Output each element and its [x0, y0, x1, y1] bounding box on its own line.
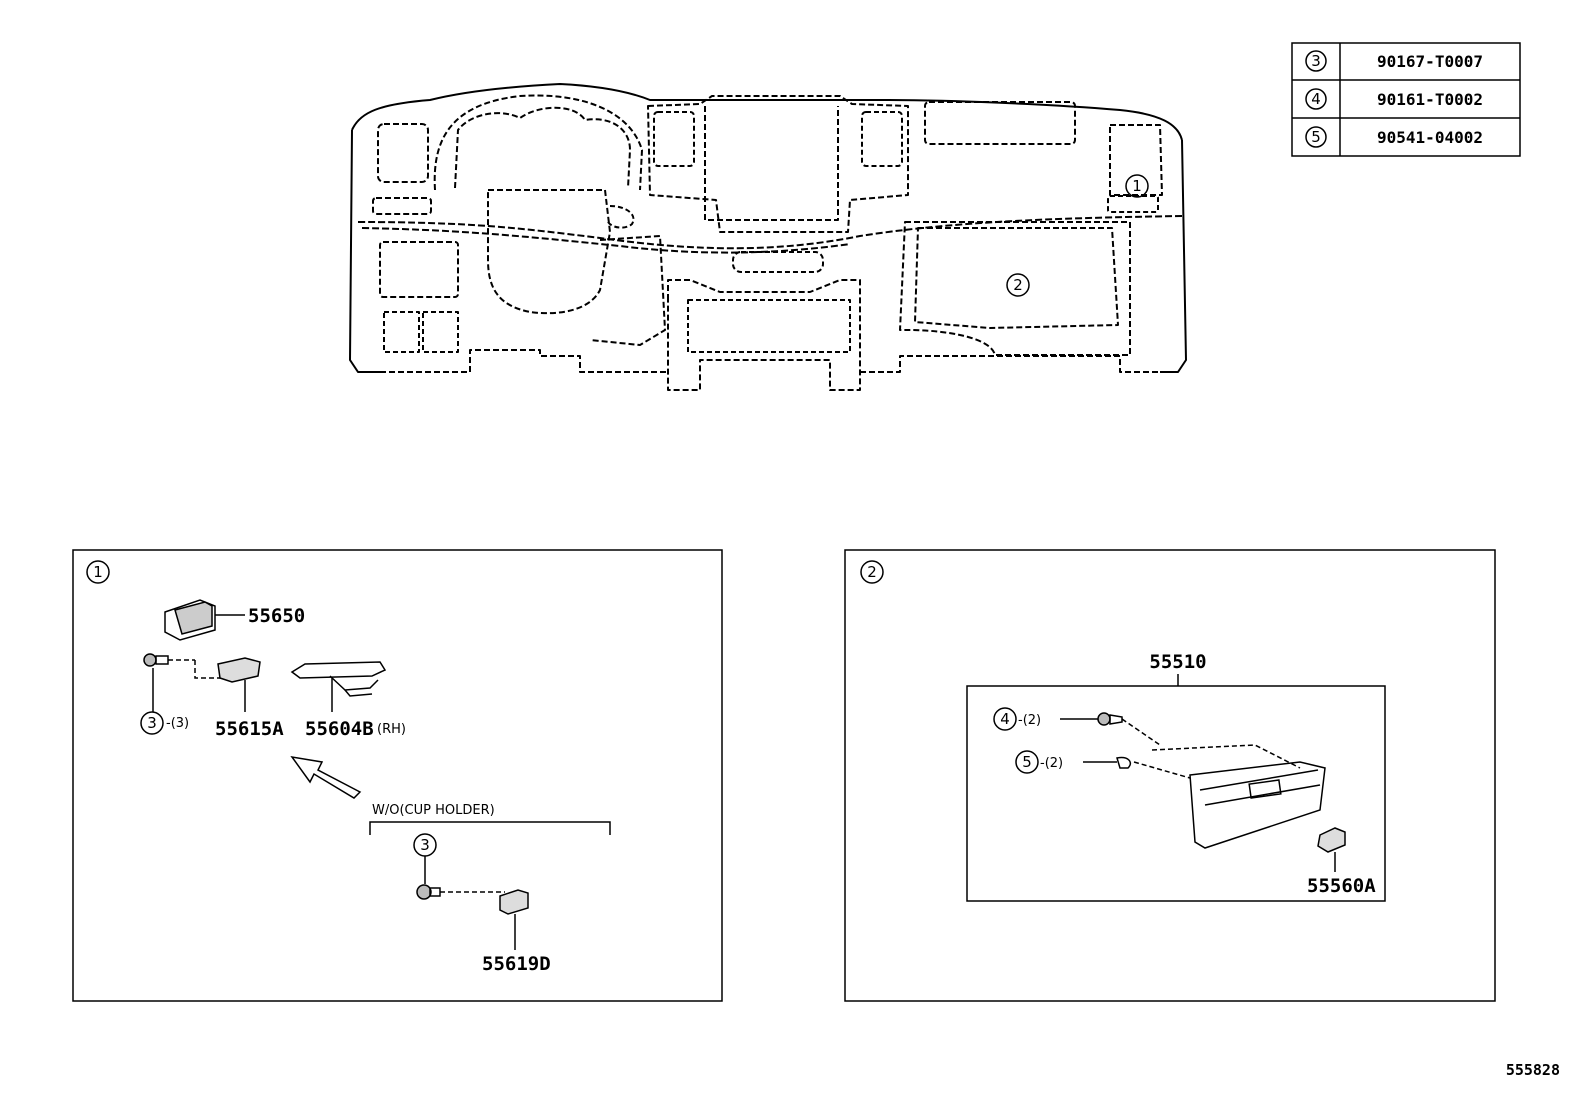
table-ref-4: 4 [1311, 90, 1321, 108]
panel-1-screw-qty: -(3) [166, 716, 189, 731]
panel-2-screw-ref: 4 [1000, 710, 1010, 728]
reference-table [1291, 42, 1521, 157]
panel-1-screw-ref: 3 [147, 714, 157, 732]
part-number-55650: 55650 [248, 605, 305, 627]
table-part-number-2: 90161-T0002 [1377, 90, 1483, 109]
vent-part-drawing [164, 599, 245, 641]
dashboard-overview-drawing [349, 83, 1187, 391]
assembly-frame [966, 685, 1386, 902]
assembly-part-number: 55510 [1149, 651, 1206, 673]
panel-1-callout: 1 [93, 563, 103, 581]
panel-1-callout-ring [86, 560, 110, 584]
panel-1-screw-ref-ring [140, 711, 164, 735]
detail-panel-2 [844, 549, 1496, 1002]
panel-2-screw-ref-ring [993, 707, 1017, 731]
direction-arrow [290, 755, 362, 799]
bracket-b-drawing [290, 661, 387, 712]
panel-2-clip-ref: 5 [1022, 753, 1032, 771]
part-number-55615A: 55615A [215, 718, 284, 740]
bracket-a-drawing [143, 653, 261, 712]
panel-2-screw-qty: -(2) [1018, 713, 1041, 728]
latch-part-number: 55560A [1307, 875, 1376, 897]
part-number-55619D: 55619D [482, 953, 551, 975]
part-55604B-position: (RH) [377, 722, 406, 737]
illustration-id: 555828 [1506, 1061, 1560, 1079]
panel-2-callout: 2 [867, 563, 877, 581]
variant-screw-ref: 3 [420, 836, 430, 854]
overview-callout-2-ring [1006, 273, 1030, 297]
glovebox-drawing [1060, 712, 1346, 872]
variant-label: W/O(CUP HOLDER) [372, 803, 495, 818]
table-ref-5: 5 [1311, 128, 1321, 146]
detail-panel-1 [72, 549, 723, 1002]
table-ref-3: 3 [1311, 52, 1321, 70]
table-part-number-3: 90541-04002 [1377, 128, 1483, 147]
overview-callout-1: 1 [1132, 177, 1142, 195]
bracket-d-drawing [416, 856, 529, 950]
variant-bracket [369, 821, 611, 835]
overview-callout-2: 2 [1013, 276, 1023, 294]
panel-2-clip-ref-ring [1015, 750, 1039, 774]
overview-callout-1-ring [1125, 174, 1149, 198]
part-number-55604B: 55604B [305, 718, 374, 740]
table-part-number-1: 90167-T0007 [1377, 52, 1483, 71]
panel-2-callout-ring [860, 560, 884, 584]
panel-2-clip-qty: -(2) [1040, 756, 1063, 771]
